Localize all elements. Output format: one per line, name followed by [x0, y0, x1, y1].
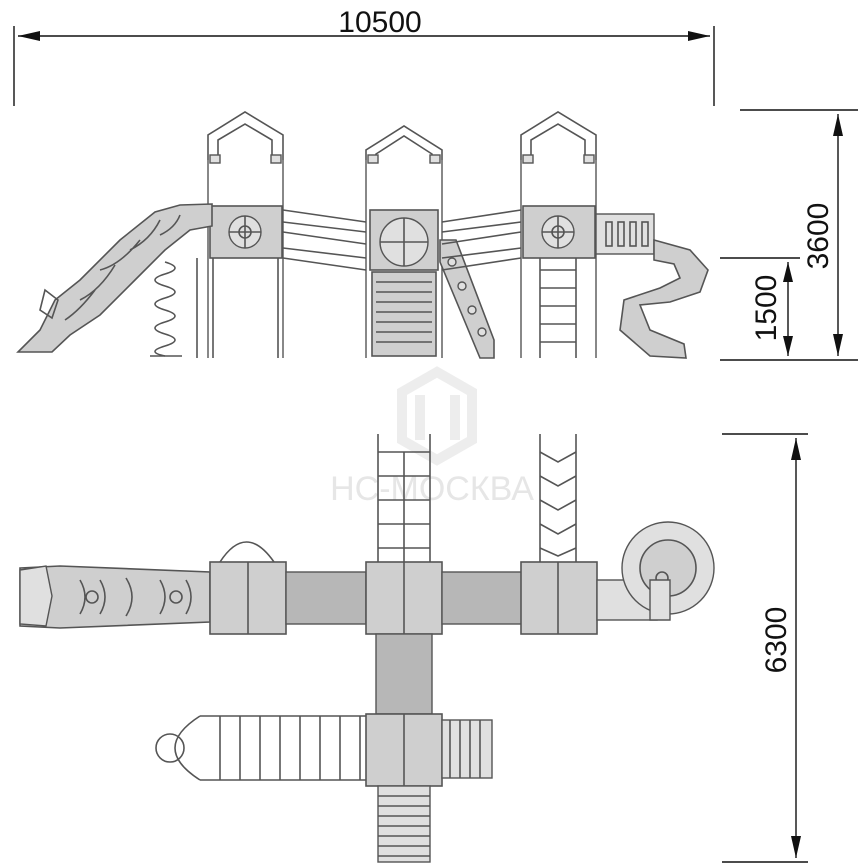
spiral-climber: [150, 261, 182, 357]
plan-stairs: [377, 785, 431, 863]
tower-right: [520, 111, 597, 358]
plan-horizontal-ladder: [155, 715, 366, 781]
dimension-width: 10500: [13, 6, 715, 106]
bridge-right: [441, 209, 522, 271]
climbing-wall: [439, 239, 495, 359]
front-elevation: [16, 111, 709, 359]
dimension-height-total-label: 3600: [802, 203, 835, 270]
spiral-slide: [595, 213, 709, 359]
tube-slide: [16, 203, 213, 353]
plan-walkway: [375, 633, 433, 715]
watermark-logo-icon: [397, 366, 477, 466]
dimension-depth-label: 6300: [760, 607, 793, 674]
watermark-text: HC-МОСКВА: [330, 470, 534, 508]
dimension-width-label: 10500: [338, 6, 421, 39]
plan-tube-slide: [19, 565, 211, 629]
bridge-left: [282, 209, 367, 271]
dimension-height-total: 3600: [720, 109, 858, 361]
plan-ladder-center: [377, 434, 431, 562]
plan-lower-platform: [365, 713, 493, 787]
plan-ladder-right: [539, 434, 577, 562]
dimension-height-platform: 1500: [720, 257, 800, 356]
plan-view: [19, 434, 715, 863]
watermark: HC-МОСКВА: [330, 366, 534, 508]
tower-center: [365, 125, 443, 358]
tower-left: [196, 111, 284, 358]
plan-arch: [219, 541, 275, 563]
plan-platforms: [209, 561, 658, 635]
dimension-depth: 6300: [722, 433, 808, 863]
plan-spiral-slide: [621, 521, 715, 621]
dimension-height-platform-label: 1500: [750, 275, 783, 342]
